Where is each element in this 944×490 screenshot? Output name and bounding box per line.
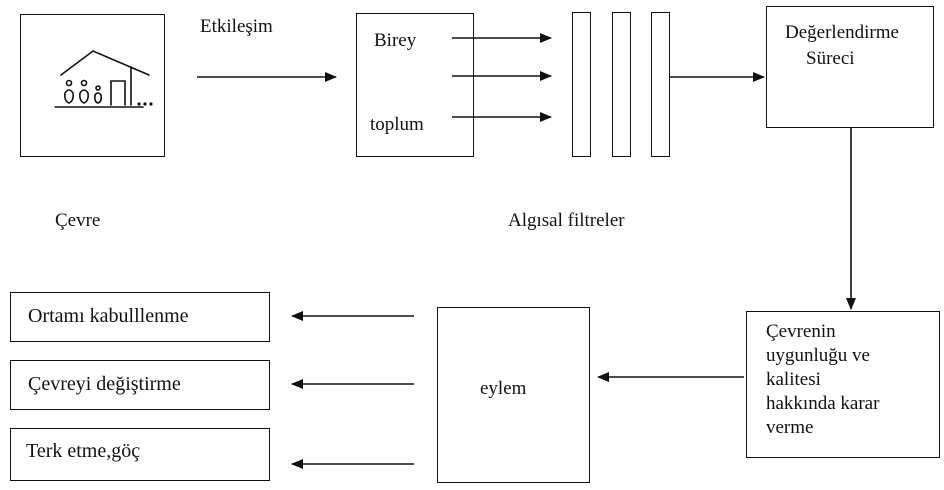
people-box xyxy=(356,13,474,157)
decision-line: uygunluğu ve xyxy=(766,345,870,366)
outcome-leave-box xyxy=(10,428,270,481)
environment-box xyxy=(20,14,165,157)
evaluation-line1: Değerlendirme xyxy=(785,22,899,43)
environment-label: Çevre xyxy=(55,210,101,231)
filters-label: Algısal filtreler xyxy=(508,210,625,231)
perceptual-filter-bar xyxy=(651,12,670,157)
outcome-accept-label: Ortamı kabulllenme xyxy=(28,305,189,327)
perceptual-filter-bar xyxy=(612,12,631,157)
decision-box xyxy=(746,311,940,458)
decision-line: verme xyxy=(766,417,814,438)
perceptual-filter-bar xyxy=(572,12,591,157)
evaluation-box xyxy=(766,6,934,128)
individual-label: Birey xyxy=(374,30,417,51)
society-label: toplum xyxy=(370,114,424,135)
decision-line: hakkında karar xyxy=(766,393,880,414)
action-box xyxy=(437,307,590,483)
evaluation-line2: Süreci xyxy=(806,48,855,69)
house-sketch-icon xyxy=(54,50,153,108)
action-label: eylem xyxy=(480,378,527,399)
interaction-label: Etkileşim xyxy=(200,16,273,37)
outcome-leave-label: Terk etme,göç xyxy=(26,440,141,462)
decision-line: Çevrenin xyxy=(766,321,836,342)
outcome-accept-box xyxy=(10,292,270,342)
outcome-change-label: Çevreyi değiştirme xyxy=(28,373,181,395)
decision-line: kalitesi xyxy=(766,369,821,390)
outcome-change-box xyxy=(10,360,270,410)
